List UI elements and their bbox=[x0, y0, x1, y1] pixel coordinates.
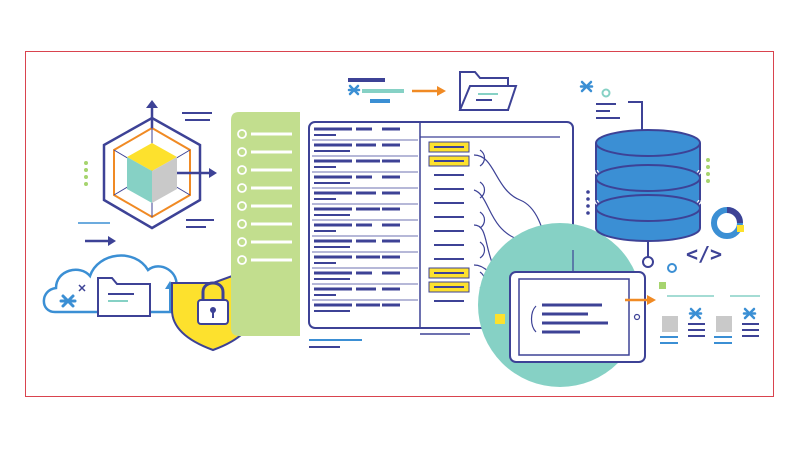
folder-transfer-icon bbox=[347, 78, 446, 103]
list-bullet bbox=[237, 165, 247, 175]
cloud-folder-icon bbox=[42, 254, 187, 317]
side-db-dots bbox=[586, 190, 590, 215]
donut-chart-icon bbox=[711, 207, 744, 239]
left-arrow-lines bbox=[78, 222, 116, 246]
database-icon bbox=[594, 101, 702, 268]
green-list-panel bbox=[231, 112, 300, 336]
database-text-lines bbox=[596, 103, 620, 119]
tablet-icon bbox=[509, 250, 656, 363]
list-bullet bbox=[237, 201, 247, 211]
cube-text-lines bbox=[182, 112, 214, 228]
right-green-dots bbox=[706, 158, 710, 183]
list-bullet bbox=[237, 129, 247, 139]
code-icon: </> bbox=[686, 242, 722, 266]
list-bullet bbox=[237, 255, 247, 265]
illustration-frame bbox=[25, 51, 774, 397]
green-dots bbox=[84, 161, 88, 186]
list-bullet bbox=[237, 147, 247, 157]
list-bullet bbox=[237, 237, 247, 247]
small-ring-2 bbox=[667, 263, 677, 273]
small-ring bbox=[601, 88, 611, 98]
bottom-right-items bbox=[659, 282, 760, 344]
yellow-square bbox=[495, 314, 505, 324]
list-bullet bbox=[237, 219, 247, 229]
folder-icon bbox=[458, 71, 518, 111]
cube-icon bbox=[102, 100, 217, 230]
list-bullet bbox=[237, 183, 247, 193]
top-right-asterisk bbox=[579, 80, 594, 93]
